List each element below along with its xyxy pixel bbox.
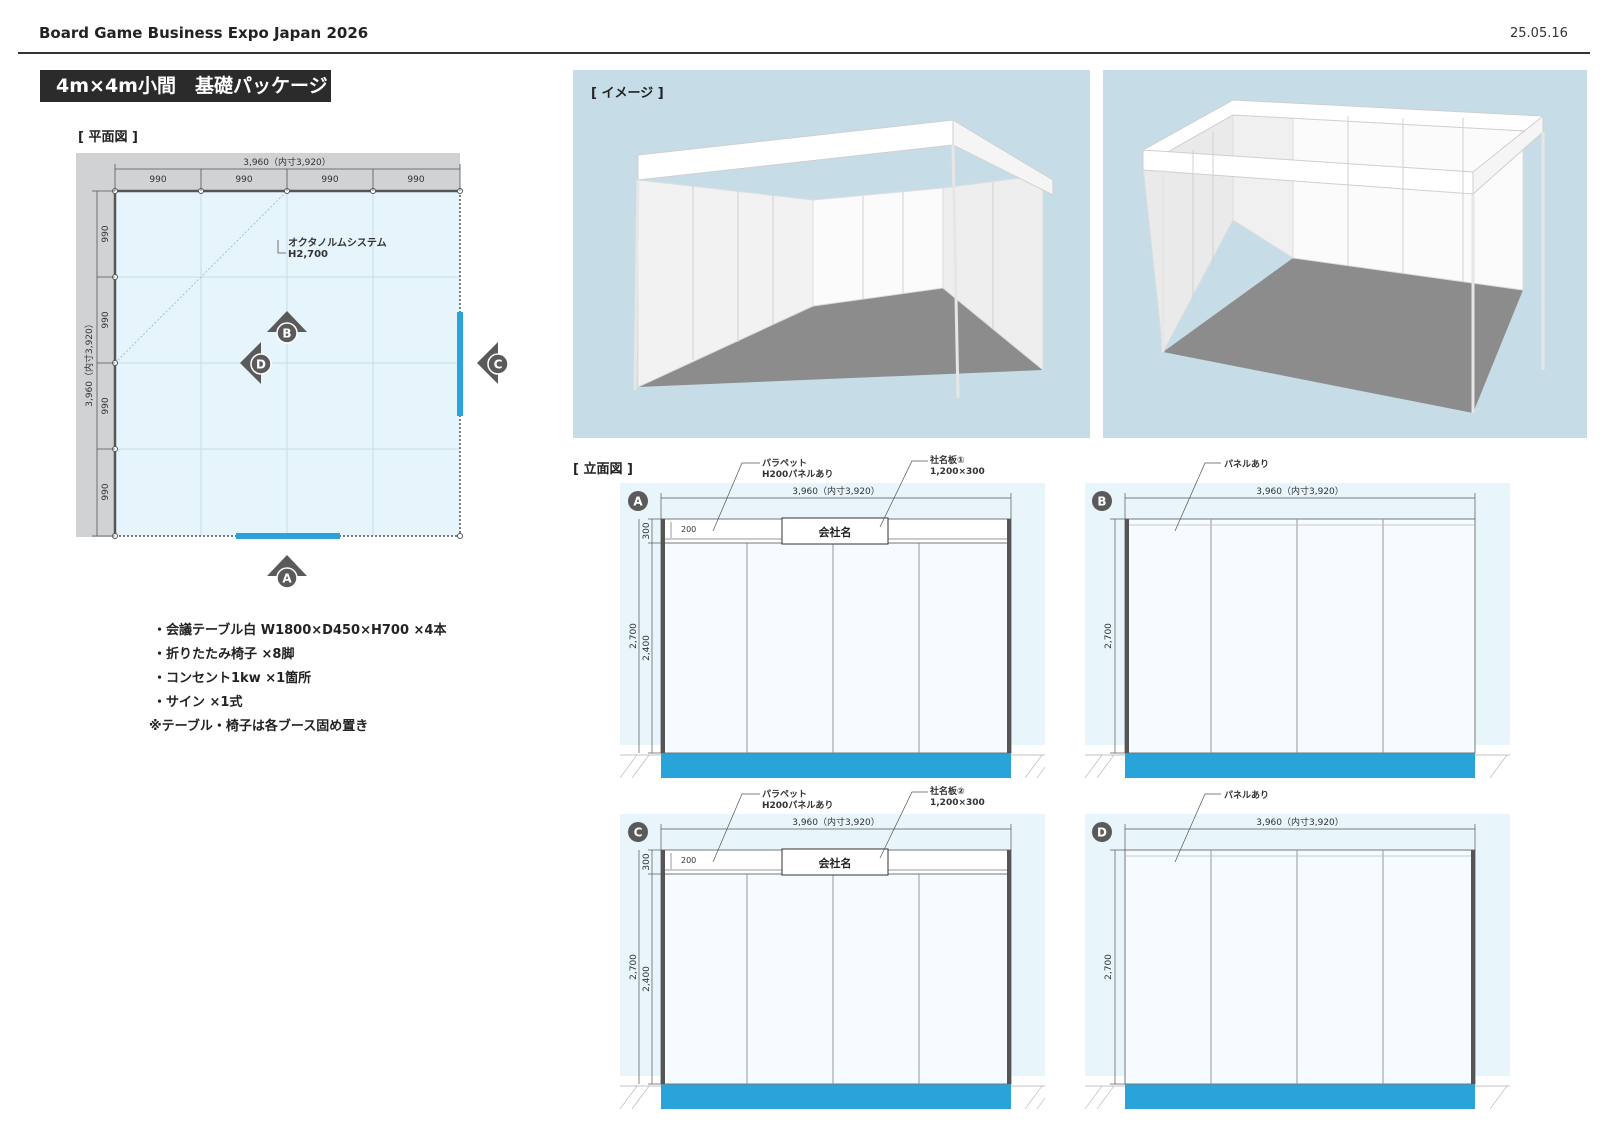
plan-module-label: 990	[101, 483, 111, 500]
elevation-d-marker: D	[1097, 826, 1107, 840]
svg-text:パネルあり: パネルあり	[1224, 789, 1269, 801]
company-sign: 会社名	[819, 525, 852, 539]
svg-text:H200パネルあり: H200パネルあり	[762, 468, 833, 480]
svg-text:200: 200	[681, 856, 696, 865]
elevation-section-label: [ 立面図 ]	[573, 462, 633, 477]
svg-text:1,200×300: 1,200×300	[930, 467, 985, 477]
header-date: 25.05.16	[1510, 26, 1568, 41]
plan-left-dim-lines	[92, 190, 115, 537]
plan-module-label: 990	[101, 225, 111, 242]
plan-module-label: 990	[149, 175, 166, 185]
svg-text:パネルあり: パネルあり	[1224, 458, 1269, 470]
plan-marker-a: A	[267, 555, 307, 589]
svg-text:パラペット: パラペット	[762, 788, 807, 800]
svg-text:2,700: 2,700	[629, 623, 639, 649]
svg-text:300: 300	[642, 522, 652, 539]
spec-list: ・会議テーブル白 W1800×D450×H700 ×4本 ・折りたたみ椅子 ×8…	[149, 619, 447, 739]
svg-text:2,400: 2,400	[642, 966, 652, 992]
svg-text:2,700: 2,700	[629, 954, 639, 980]
elevation-b: B 3,960（内寸3,920） 2,700 パネルあり	[1084, 458, 1510, 779]
plan-marker-c: C	[477, 342, 509, 384]
plan-module-label: 990	[101, 397, 111, 414]
elevation-d: D 3,960（内寸3,920） 2,700 パネルあり	[1084, 789, 1510, 1110]
spec-item: ・コンセント1kw ×1箇所	[153, 671, 312, 686]
booth-image-back	[1103, 70, 1587, 438]
plan-marker-d: D	[240, 342, 272, 384]
svg-text:3,960（内寸3,920）: 3,960（内寸3,920）	[1256, 816, 1344, 828]
svg-text:B: B	[282, 327, 291, 341]
spec-item: ・サイン ×1式	[153, 695, 243, 710]
header-title: Board Game Business Expo Japan 2026	[39, 24, 369, 42]
header-divider	[18, 52, 1590, 54]
plan-module-label: 990	[235, 175, 252, 185]
plan-system-label: オクタノルムシステム	[288, 237, 387, 249]
svg-text:300: 300	[642, 853, 652, 870]
plan-module-label: 990	[321, 175, 338, 185]
plan-system-leader	[277, 240, 286, 254]
svg-text:2,400: 2,400	[642, 635, 652, 661]
svg-text:C: C	[494, 358, 503, 372]
image-section-label: [ イメージ ]	[591, 86, 664, 101]
svg-text:3,960（内寸3,920）: 3,960（内寸3,920）	[792, 816, 880, 828]
svg-text:社名板①: 社名板①	[929, 455, 965, 466]
svg-text:A: A	[282, 572, 292, 586]
plan-marker-b: B	[267, 311, 307, 344]
svg-text:2,700: 2,700	[1104, 623, 1114, 649]
plan-module-label: 990	[101, 311, 111, 328]
plan-top-dimension-band	[76, 153, 460, 191]
elevation-hatch	[619, 754, 1046, 779]
elevation-b-marker: B	[1097, 495, 1106, 509]
svg-text:3,960（内寸3,920）: 3,960（内寸3,920）	[792, 485, 880, 497]
elevation-c-marker: C	[634, 826, 643, 840]
svg-text:2,700: 2,700	[1104, 954, 1114, 980]
spec-note: ※テーブル・椅子は各ブース固め置き	[149, 719, 369, 734]
svg-text:パラペット: パラペット	[762, 457, 807, 469]
booth-render-front	[633, 119, 1054, 399]
booth-image-front: [ イメージ ]	[573, 70, 1090, 438]
spec-item: ・折りたたみ椅子 ×8脚	[153, 647, 295, 662]
svg-text:200: 200	[681, 525, 696, 534]
floor-plan-drawing: 3,960（内寸3,920） 990 990 990 990 3,960（内寸3…	[76, 153, 509, 589]
plan-top-dim-lines	[114, 164, 461, 191]
elevation-a: 会社名 A 3,960（内寸3,920） 300 2,400 2,700 200…	[619, 455, 1046, 779]
plan-system-height: H2,700	[288, 249, 328, 260]
plan-left-dimension-band	[76, 153, 115, 537]
floor-plan-label: [ 平面図 ]	[78, 130, 138, 145]
plan-module-label: 990	[407, 175, 424, 185]
plan-grid	[115, 191, 460, 536]
elevation-c: 会社名 C 3,960（内寸3,920） 300 2,400 2,700 200…	[619, 786, 1046, 1110]
svg-text:1,200×300: 1,200×300	[930, 798, 985, 808]
svg-text:社名板②: 社名板②	[929, 786, 965, 797]
elevation-a-marker: A	[633, 495, 643, 509]
booth-render-back	[1142, 99, 1545, 413]
plan-height-label: 3,960（内寸3,920）	[83, 319, 95, 407]
svg-text:D: D	[256, 358, 266, 372]
spec-item: ・会議テーブル白 W1800×D450×H700 ×4本	[153, 623, 447, 638]
plan-diagonal-line	[114, 190, 288, 364]
plan-width-label: 3,960（内寸3,920）	[243, 156, 331, 168]
company-sign: 会社名	[819, 856, 852, 870]
svg-text:H200パネルあり: H200パネルあり	[762, 799, 833, 811]
plan-accent-bottom	[236, 533, 340, 539]
svg-text:3,960（内寸3,920）: 3,960（内寸3,920）	[1256, 485, 1344, 497]
plan-accent-right	[457, 312, 463, 416]
package-title: 4m×4m小間 基礎パッケージ	[40, 70, 331, 102]
